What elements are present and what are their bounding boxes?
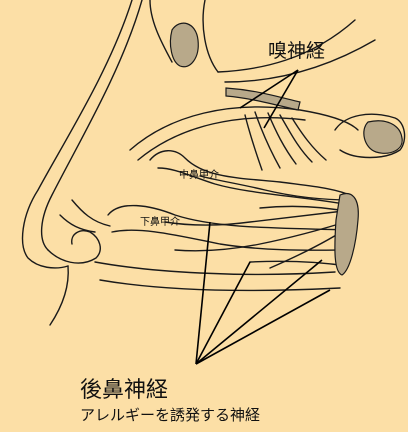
olfactory-branch: [292, 118, 326, 160]
posterior-nerve-leader-line: [196, 260, 322, 364]
posterior-nasal-nerve-label: 後鼻神経: [80, 372, 168, 404]
posterior-wall-fill: [335, 194, 358, 275]
anterior-vessel: [72, 200, 110, 226]
frontal-sinus-fill: [170, 23, 198, 67]
olfactory-branch: [280, 115, 312, 162]
hard-palate: [95, 262, 335, 274]
posterior-nasal-nerve-note: アレルギーを誘発する神経: [80, 404, 260, 425]
olfactory-branch: [268, 113, 296, 164]
upper-lip-outline: [50, 266, 68, 325]
posterior-meatus-2: [250, 261, 348, 266]
nostril-outline: [48, 231, 100, 263]
nose-inner-profile: [42, 0, 142, 250]
olfactory-nerve-label: 嗅神経: [268, 36, 325, 63]
middle-turbinate-label: 中鼻甲介: [179, 166, 219, 181]
cavity-roof: [130, 107, 358, 150]
frontal-bone-line-1: [150, 0, 172, 62]
inferior-turbinate-inner: [112, 230, 352, 250]
frontal-bone-line-2: [203, 0, 218, 72]
palate-lower-edge: [100, 280, 340, 290]
sphenoid-fill: [364, 121, 402, 153]
posterior-nerve-branch: [200, 176, 352, 200]
inferior-turbinate-label: 下鼻甲介: [140, 213, 180, 228]
posterior-nerve-branch: [165, 210, 352, 225]
